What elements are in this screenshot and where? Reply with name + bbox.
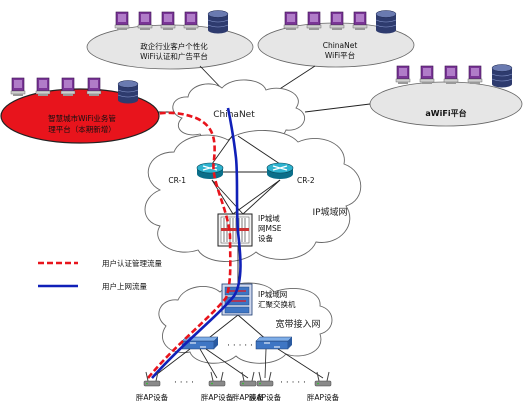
access-cloud-label: 宽带接入网 [275, 318, 320, 330]
ap-device: 胖AP设备 [249, 371, 282, 402]
ap-ellipsis-right: · · · · · [280, 378, 306, 388]
ap-links [151, 348, 324, 379]
mse-label-1: IP城域 [258, 213, 280, 223]
ap-device-label: 胖AP设备 [201, 392, 234, 402]
cr1-label: CR-1 [168, 176, 186, 185]
mse-device: IP城域 网MSE 设备 [217, 213, 282, 247]
legend: 用户认证管理流量 用户上网流量 [38, 258, 162, 291]
auth-flow [146, 111, 232, 379]
gov-platform: 政企行业客户个性化 WiFi认证和广告平台 [86, 10, 254, 70]
ap-device: 胖AP设备 [232, 371, 265, 402]
ap-device: 胖AP设备 [307, 371, 340, 402]
ap-ellipsis-left: · · · · [174, 378, 194, 388]
agg-label-1: IP城域网 [258, 289, 287, 299]
legend-auth-label: 用户认证管理流量 [102, 258, 162, 268]
gov-platform-label-2: WiFi认证和广告平台 [140, 51, 208, 61]
cr2-router: CR-2 [266, 162, 315, 185]
awifi-label: aWiFi平台 [425, 108, 466, 118]
access-switch-right [255, 336, 293, 350]
internet-flow [151, 107, 242, 379]
chinanet-cloud-label: ChinaNet [213, 110, 255, 120]
smart-city-label-2: 理平台（本期新增） [48, 124, 116, 134]
ap-device: 胖AP设备 [136, 371, 169, 402]
chinanet-wifi-label-2: WiFi平台 [325, 50, 355, 60]
cr2-label: CR-2 [297, 176, 315, 185]
awifi-platform: aWiFi平台 [369, 64, 523, 127]
ap-device-label: 胖AP设备 [232, 392, 265, 402]
ap-device-label: 胖AP设备 [307, 392, 340, 402]
legend-internet-label: 用户上网流量 [102, 281, 147, 291]
access-switch-ellipsis: · · · · · [227, 341, 253, 351]
mse-label-2: 网MSE [258, 224, 282, 233]
core-links [204, 135, 281, 342]
ap-device-label: 胖AP设备 [136, 392, 169, 402]
smart-city-label-1: 智慧城市WiFi业务管 [48, 113, 116, 123]
ap-device-label: 胖AP设备 [249, 392, 282, 402]
metro-cloud: IP城域网 [144, 130, 362, 262]
smart-city-platform: 智慧城市WiFi业务管 理平台（本期新增） [0, 77, 160, 144]
gov-platform-label-1: 政企行业客户个性化 [140, 41, 208, 51]
chinanet-wifi-platform: ChinaNet WiFi平台 [257, 10, 415, 68]
agg-label-2: 汇聚交换机 [258, 299, 296, 309]
ap-device: 胖AP设备 [201, 371, 234, 402]
chinanet-wifi-label-1: ChinaNet [323, 41, 358, 50]
metro-cloud-label: IP城域网 [312, 206, 347, 218]
mse-label-3: 设备 [258, 233, 273, 243]
ap-devices: 胖AP设备胖AP设备胖AP设备胖AP设备胖AP设备 [136, 371, 340, 402]
cr1-router: CR-1 [168, 162, 224, 185]
